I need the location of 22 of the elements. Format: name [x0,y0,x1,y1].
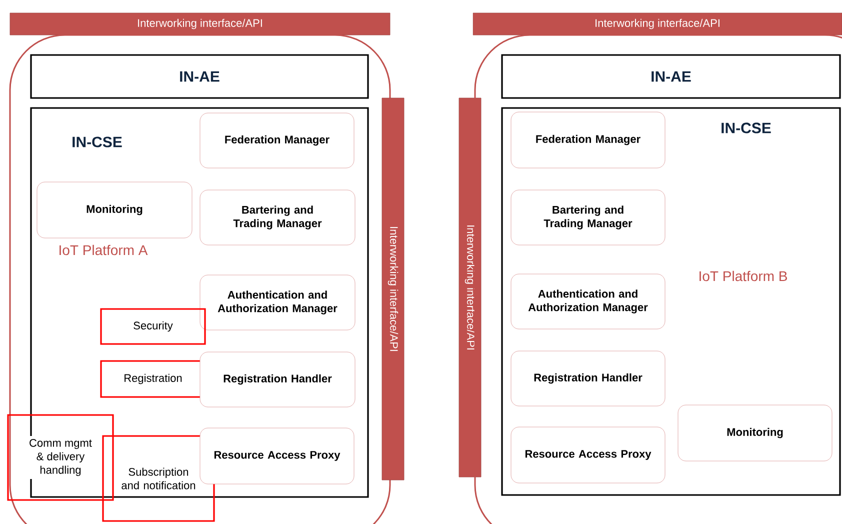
module-box: Registration Handler [200,352,356,408]
module-box: Authentication and Authorization Manager [200,274,356,330]
platform-outline [474,34,842,524]
module-box: Resource Access Proxy [510,426,666,484]
module-box: Registration Handler [510,350,666,406]
module-box: Monitoring [36,182,192,238]
platform-label: IoT Platform B [700,270,787,282]
component-box: IN-AE [501,54,841,99]
interface-band: Interworking interface/API [458,98,482,478]
function-box: Comm mgmt & delivery handling [7,414,114,501]
module-box: Monitoring [678,404,832,462]
function-box: Security [100,308,206,345]
module-box: Federation Manager [200,112,354,168]
module-box: Bartering and Trading Manager [510,190,666,246]
module-box: Bartering and Trading Manager [200,190,356,246]
interface-band: Interworking interface/API [472,12,842,36]
module-box: Federation Manager [510,112,666,168]
interface-band: Interworking interface/API [382,98,404,480]
component-box: IN-AE [30,54,369,99]
interface-band: Interworking interface/API [10,12,390,36]
module-box: Authentication and Authorization Manager [510,274,666,330]
module-box: Resource Access Proxy [200,428,354,484]
